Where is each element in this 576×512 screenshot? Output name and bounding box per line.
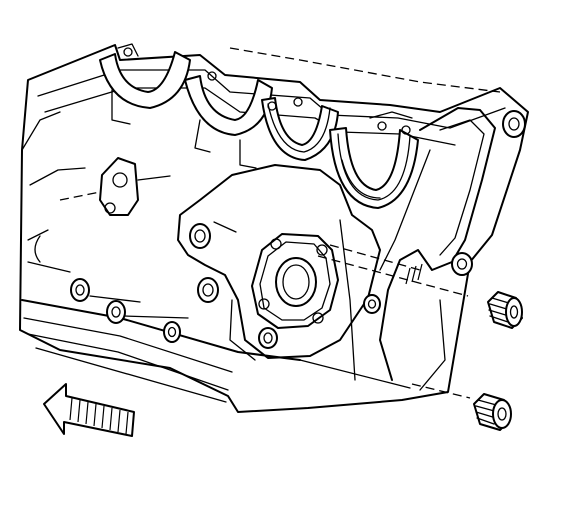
bearing-saddle-2 (184, 71, 273, 153)
pipe-plug-lower (473, 393, 512, 431)
oil-pump-mounting-flange (251, 233, 339, 329)
arrow-left-icon (43, 383, 135, 437)
front-face (177, 164, 381, 381)
bearing-saddle-4 (329, 111, 419, 209)
front-end-web (299, 107, 526, 391)
bearing-saddle-3 (239, 97, 339, 169)
bearing-saddle-1 (99, 43, 191, 125)
engine-block (19, 44, 529, 413)
leader-lines (317, 244, 471, 399)
main-bearing-saddles (99, 43, 419, 209)
pipe-plug-upper (487, 291, 523, 329)
block-side-details (27, 157, 189, 343)
